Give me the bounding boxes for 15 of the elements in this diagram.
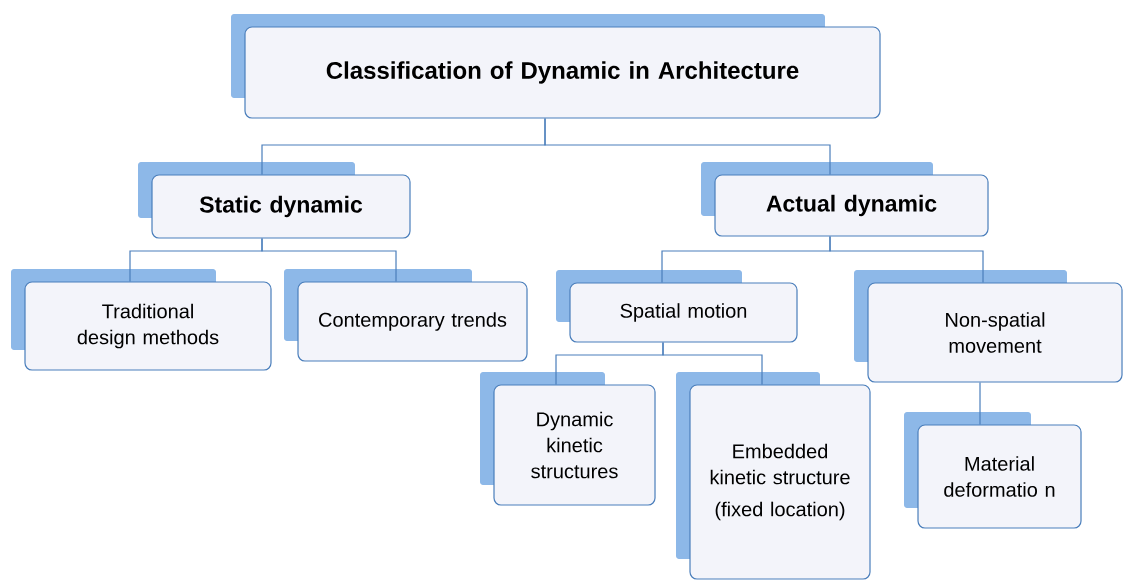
- process-box: Contemporary trends: [284, 269, 528, 362]
- process-box: Dynamic kinetic structures: [480, 372, 656, 506]
- process-box: Static dynamic: [138, 162, 411, 239]
- process-box: Actual dynamic: [701, 162, 989, 237]
- connector-line: [829, 236, 984, 283]
- connector-line: [662, 342, 763, 385]
- connector-line: [979, 382, 981, 425]
- process-box: Material deformatio n: [904, 412, 1082, 529]
- process-box: Classification of Dynamic in Architecture: [231, 14, 881, 119]
- process-box: Embedded kinetic structure (fixed location): [676, 372, 871, 580]
- connector-line: [261, 238, 397, 282]
- process-box: Traditional design methods: [11, 269, 272, 371]
- connector-line: [544, 118, 831, 175]
- process-box: Non-spatial movement: [854, 270, 1123, 383]
- process-box: Spatial motion: [556, 270, 798, 343]
